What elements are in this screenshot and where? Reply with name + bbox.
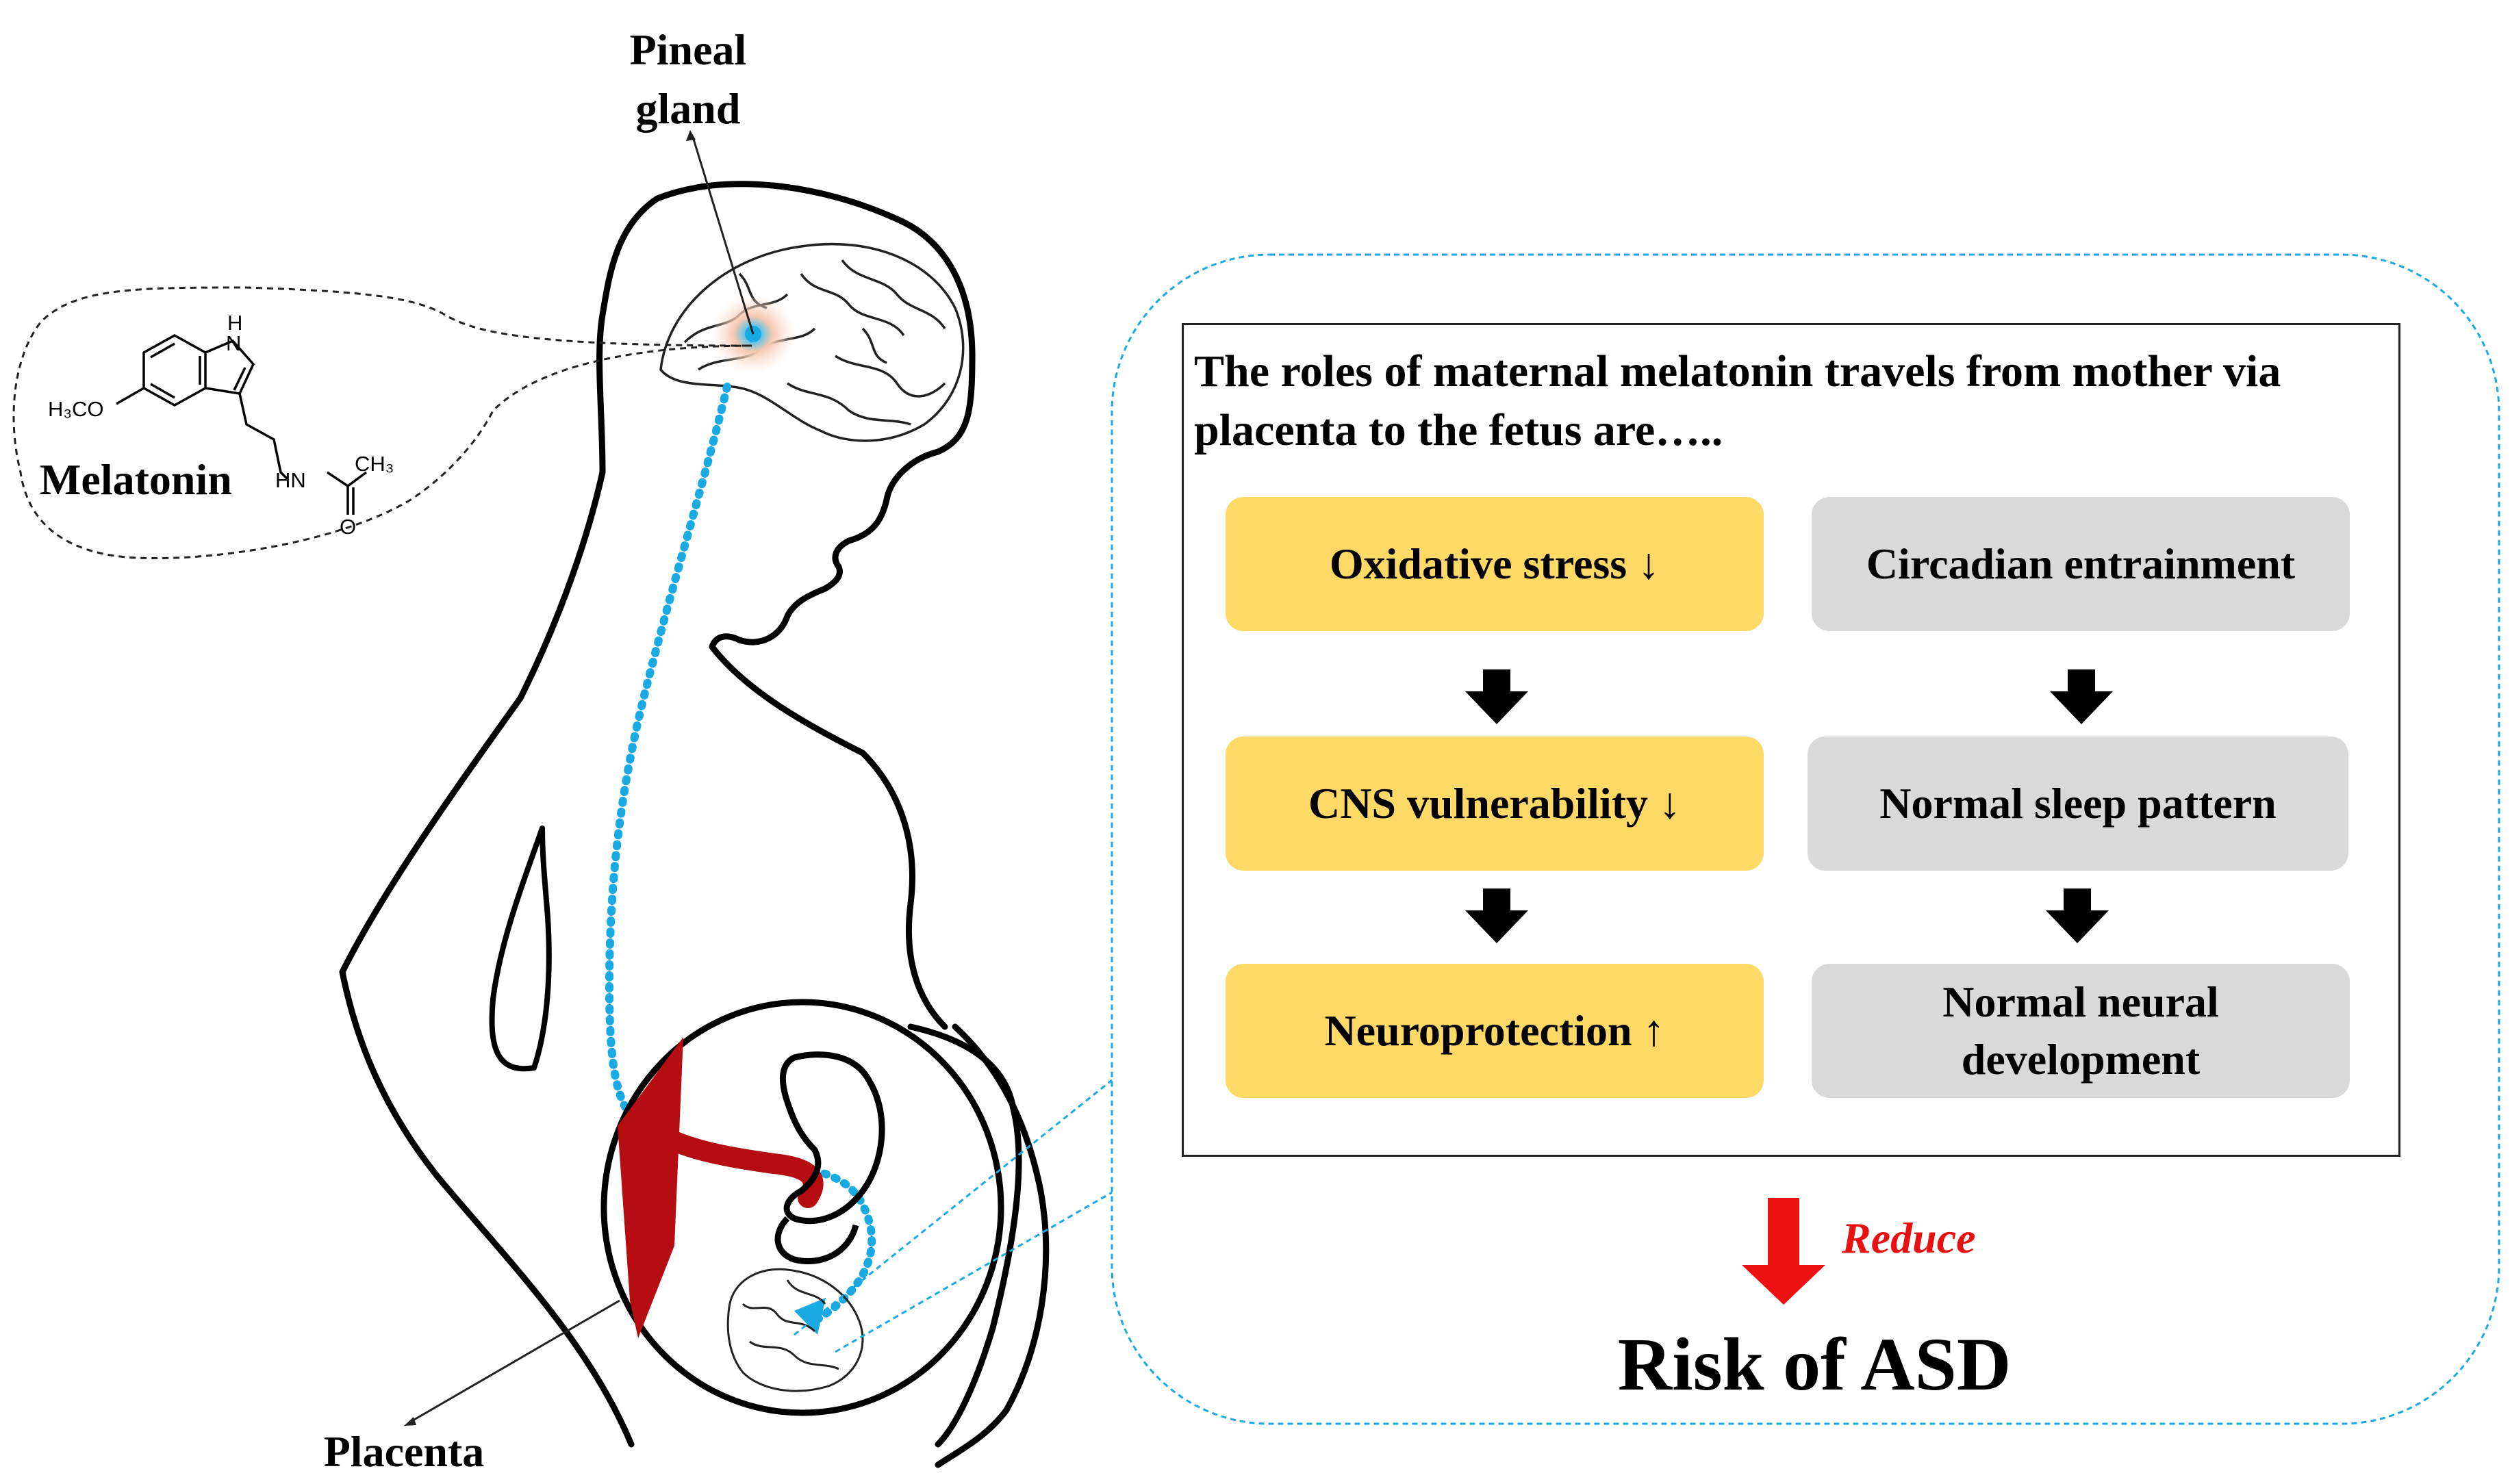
arrow-right-2 [2046,888,2109,943]
melatonin-label: Melatonin [40,455,232,504]
fetal-brain [726,1268,864,1392]
roles-intro-text: The roles of maternal melatonin travels … [1194,346,2281,455]
zoom-line-upper [794,1079,1113,1336]
pineal-label-line1: Pineal [629,25,747,74]
molecule-callout [12,286,752,559]
pineal-pointer [692,136,755,335]
ring-h-atom: H [227,311,243,335]
ring-n-atom: N [226,331,242,355]
placenta-label: Placenta [323,1427,485,1476]
placenta-shape [618,1037,683,1338]
step-circadian-entrainment: Circadian entrainment [1812,497,2350,631]
mother-arm [489,826,552,1072]
flow-arrows [1465,669,2113,943]
reduce-label: Reduce [1842,1214,1976,1262]
step-normal-sleep-pattern: Normal sleep pattern [1808,737,2348,871]
arrow-left-2 [1465,888,1528,943]
pathway-arrowhead [794,1298,826,1335]
step-neuroprotection: Neuroprotection ↑ [1226,964,1764,1098]
placenta-pointer [409,1299,620,1424]
pineal-pointer-head [686,130,696,141]
brain-drawing [659,242,965,442]
pineal-label-line2: gland [635,84,741,133]
reduce-arrow [1742,1198,1825,1305]
mother-silhouette [339,181,976,1448]
arrow-left-1 [1465,669,1528,724]
roles-panel-frame [1111,253,2500,1425]
fetus-outline [774,1051,885,1265]
pineal-gland-label: Pineal gland [603,21,774,138]
zoom-line-lower [835,1191,1113,1353]
step-oxidative-stress: Oxidative stress ↓ [1226,497,1764,631]
risk-of-asd-label: Risk of ASD [1617,1322,2012,1406]
arrow-right-1 [2050,669,2113,724]
womb [600,999,1004,1416]
methyl-group: CH₃ [355,452,394,476]
carbonyl-oxygen: O [340,515,357,539]
melatonin-structure [116,333,368,515]
roles-content-box [1182,323,2400,1157]
amide-nh: HN [275,468,306,492]
step-normal-neural-development: Normal neural development [1812,964,2350,1098]
placenta-pointer-head [404,1417,416,1426]
step-cns-vulnerability: CNS vulnerability ↓ [1226,737,1764,871]
belly-curve [935,1023,1050,1468]
methoxy-group: H₃CO [48,397,104,421]
